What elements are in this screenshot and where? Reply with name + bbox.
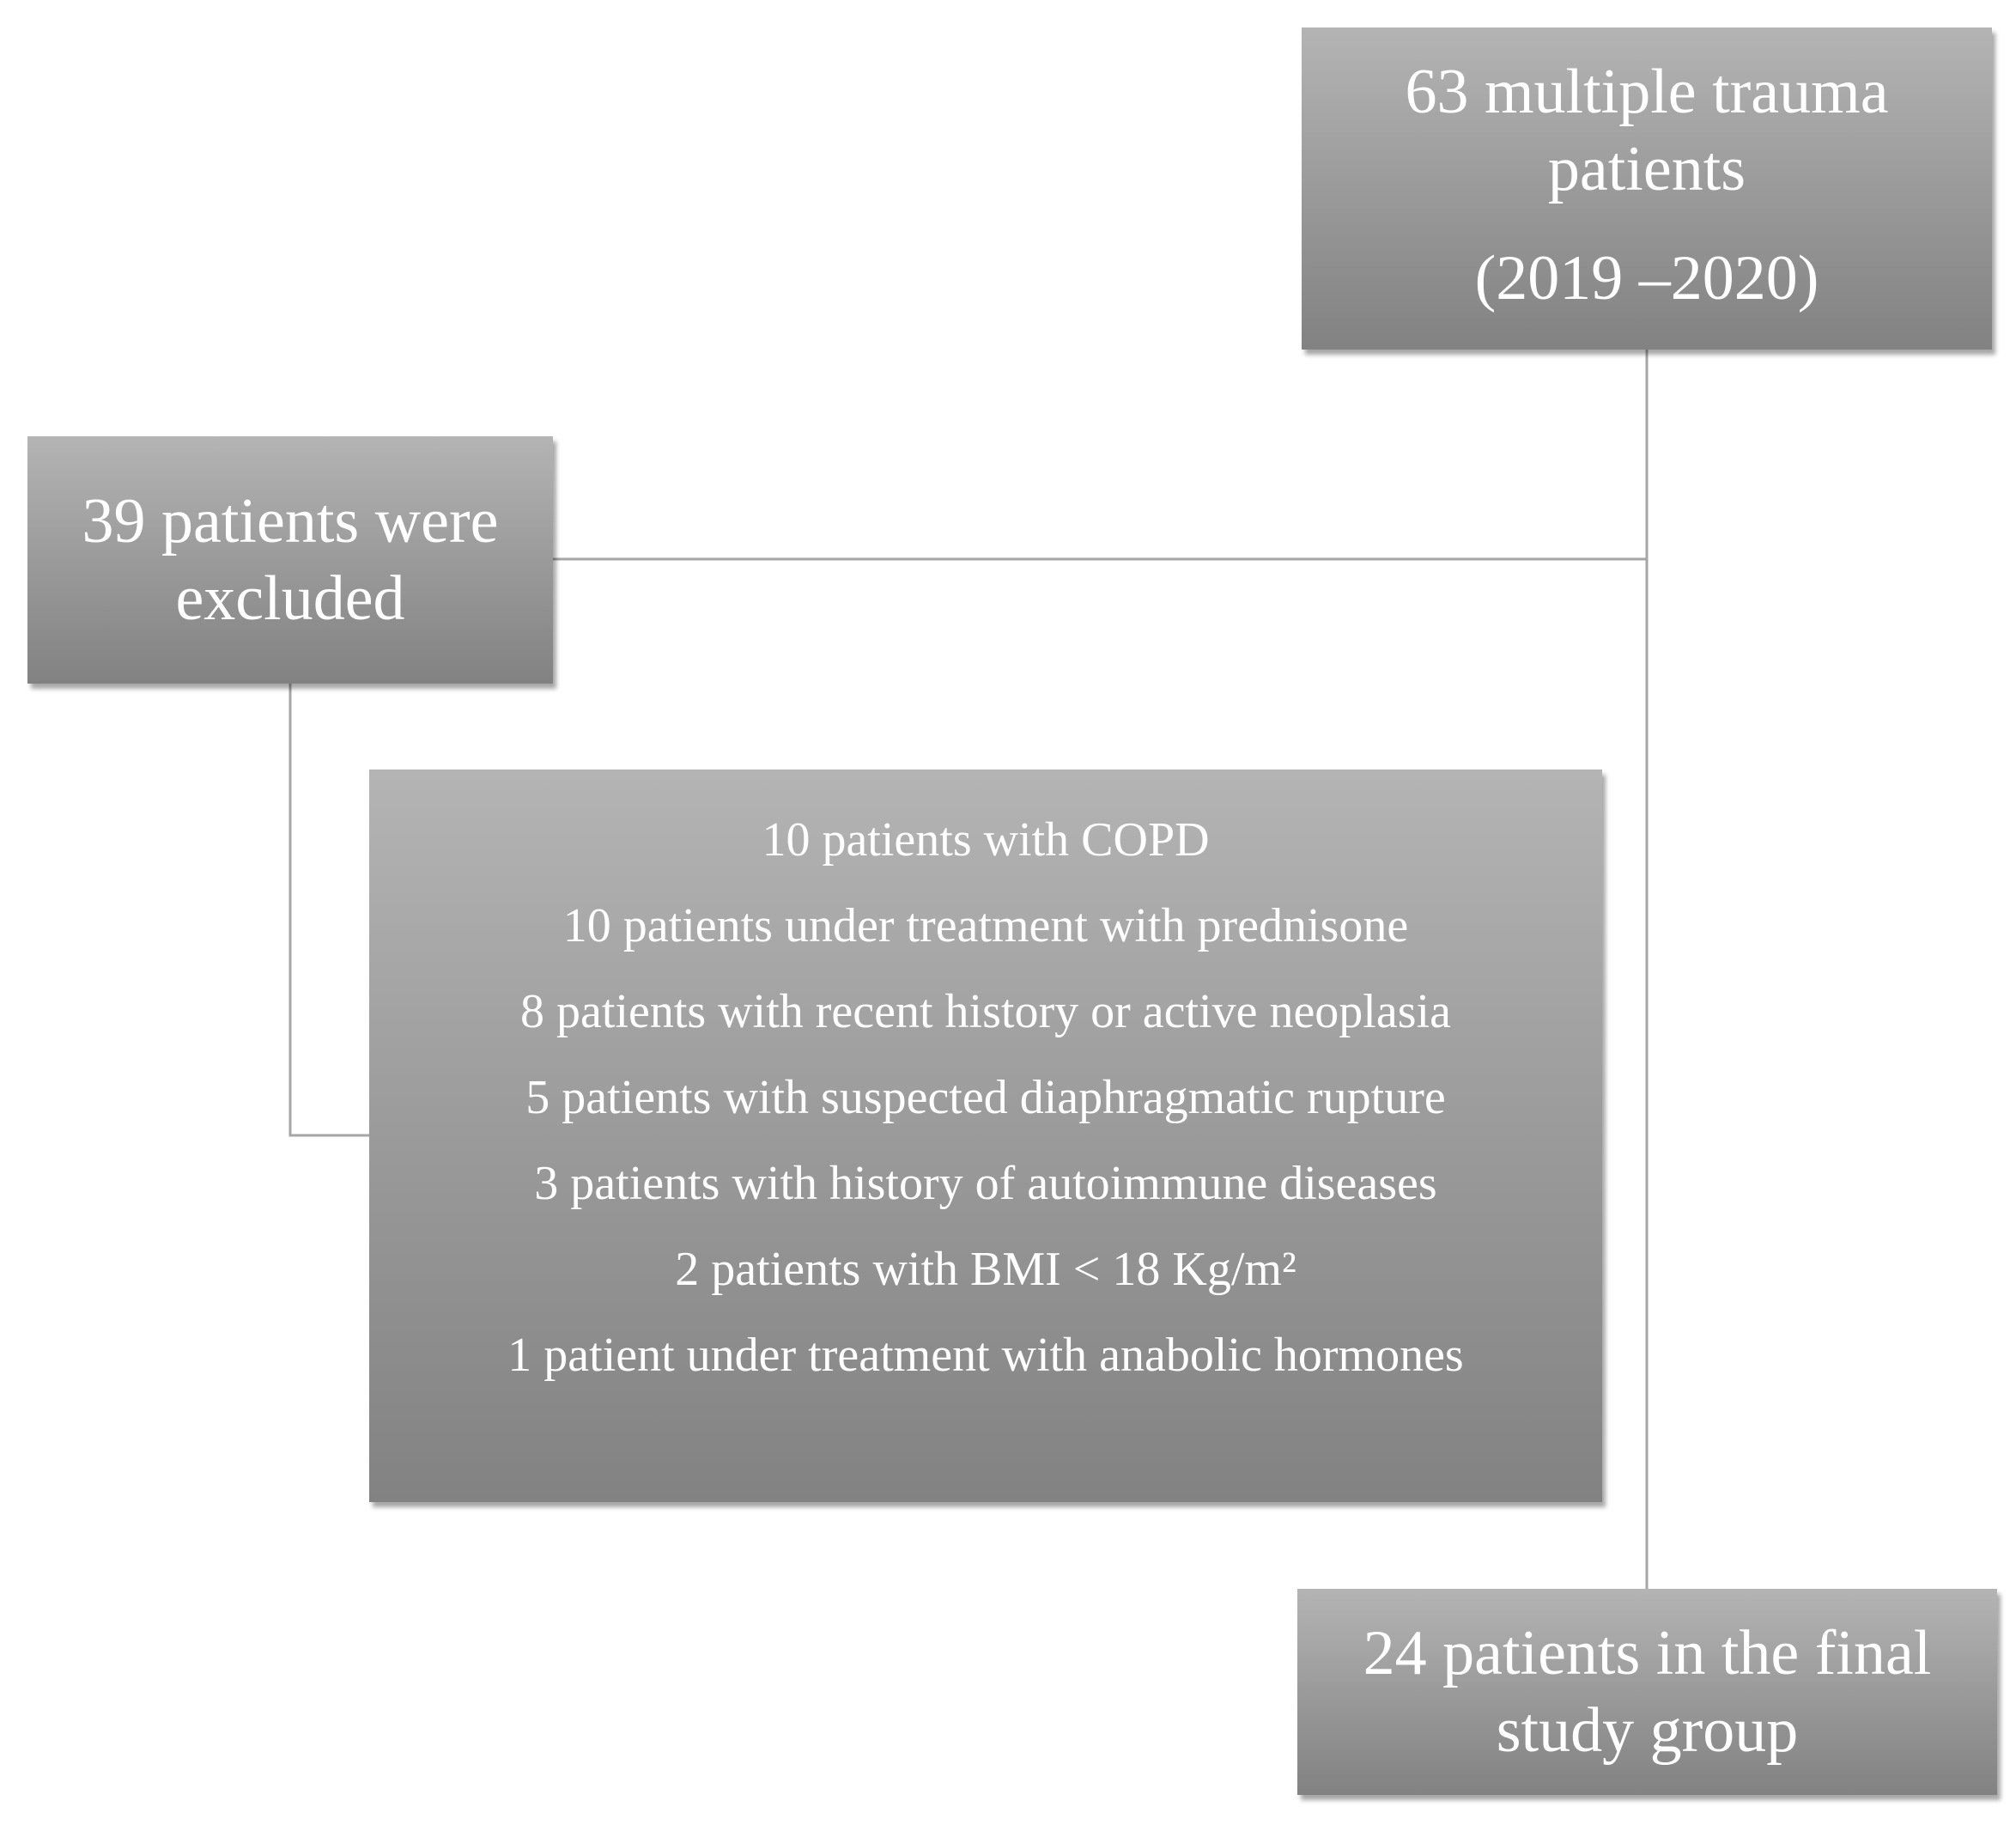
exclusion-reason: 10 patients with COPD: [762, 813, 1210, 867]
exclusion-reason: 3 patients with history of autoimmune di…: [534, 1157, 1437, 1210]
exclusion-reasons-box: 10 patients with COPD 10 patients under …: [369, 770, 1602, 1502]
exclusion-reason: 2 patients with BMI < 18 Kg/m²: [675, 1243, 1296, 1296]
connector-excluded-to-reasons: [288, 684, 369, 1137]
final-group-line2: study group: [1496, 1695, 1799, 1766]
exclusion-reason: 10 patients under treatment with prednis…: [562, 899, 1409, 952]
excluded-patients-box: 39 patients were excluded: [27, 436, 553, 684]
excluded-patients-line2: excluded: [175, 563, 405, 634]
exclusion-reason: 1 patient under treatment with anabolic …: [507, 1329, 1464, 1382]
total-patients-line1: 63 multiple trauma: [1405, 57, 1889, 127]
excluded-patients-line1: 39 patients were: [82, 486, 499, 557]
total-patients-box: 63 multiple trauma patients (2019 –2020): [1302, 27, 1992, 350]
total-patients-line2: patients: [1547, 134, 1746, 204]
final-study-group-box: 24 patients in the final study group: [1297, 1589, 1997, 1795]
study-period: (2019 –2020): [1474, 243, 1819, 313]
exclusion-reason: 5 patients with suspected diaphragmatic …: [525, 1071, 1446, 1124]
final-group-line1: 24 patients in the final: [1363, 1618, 1932, 1688]
exclusion-reason: 8 patients with recent history or active…: [520, 985, 1451, 1038]
